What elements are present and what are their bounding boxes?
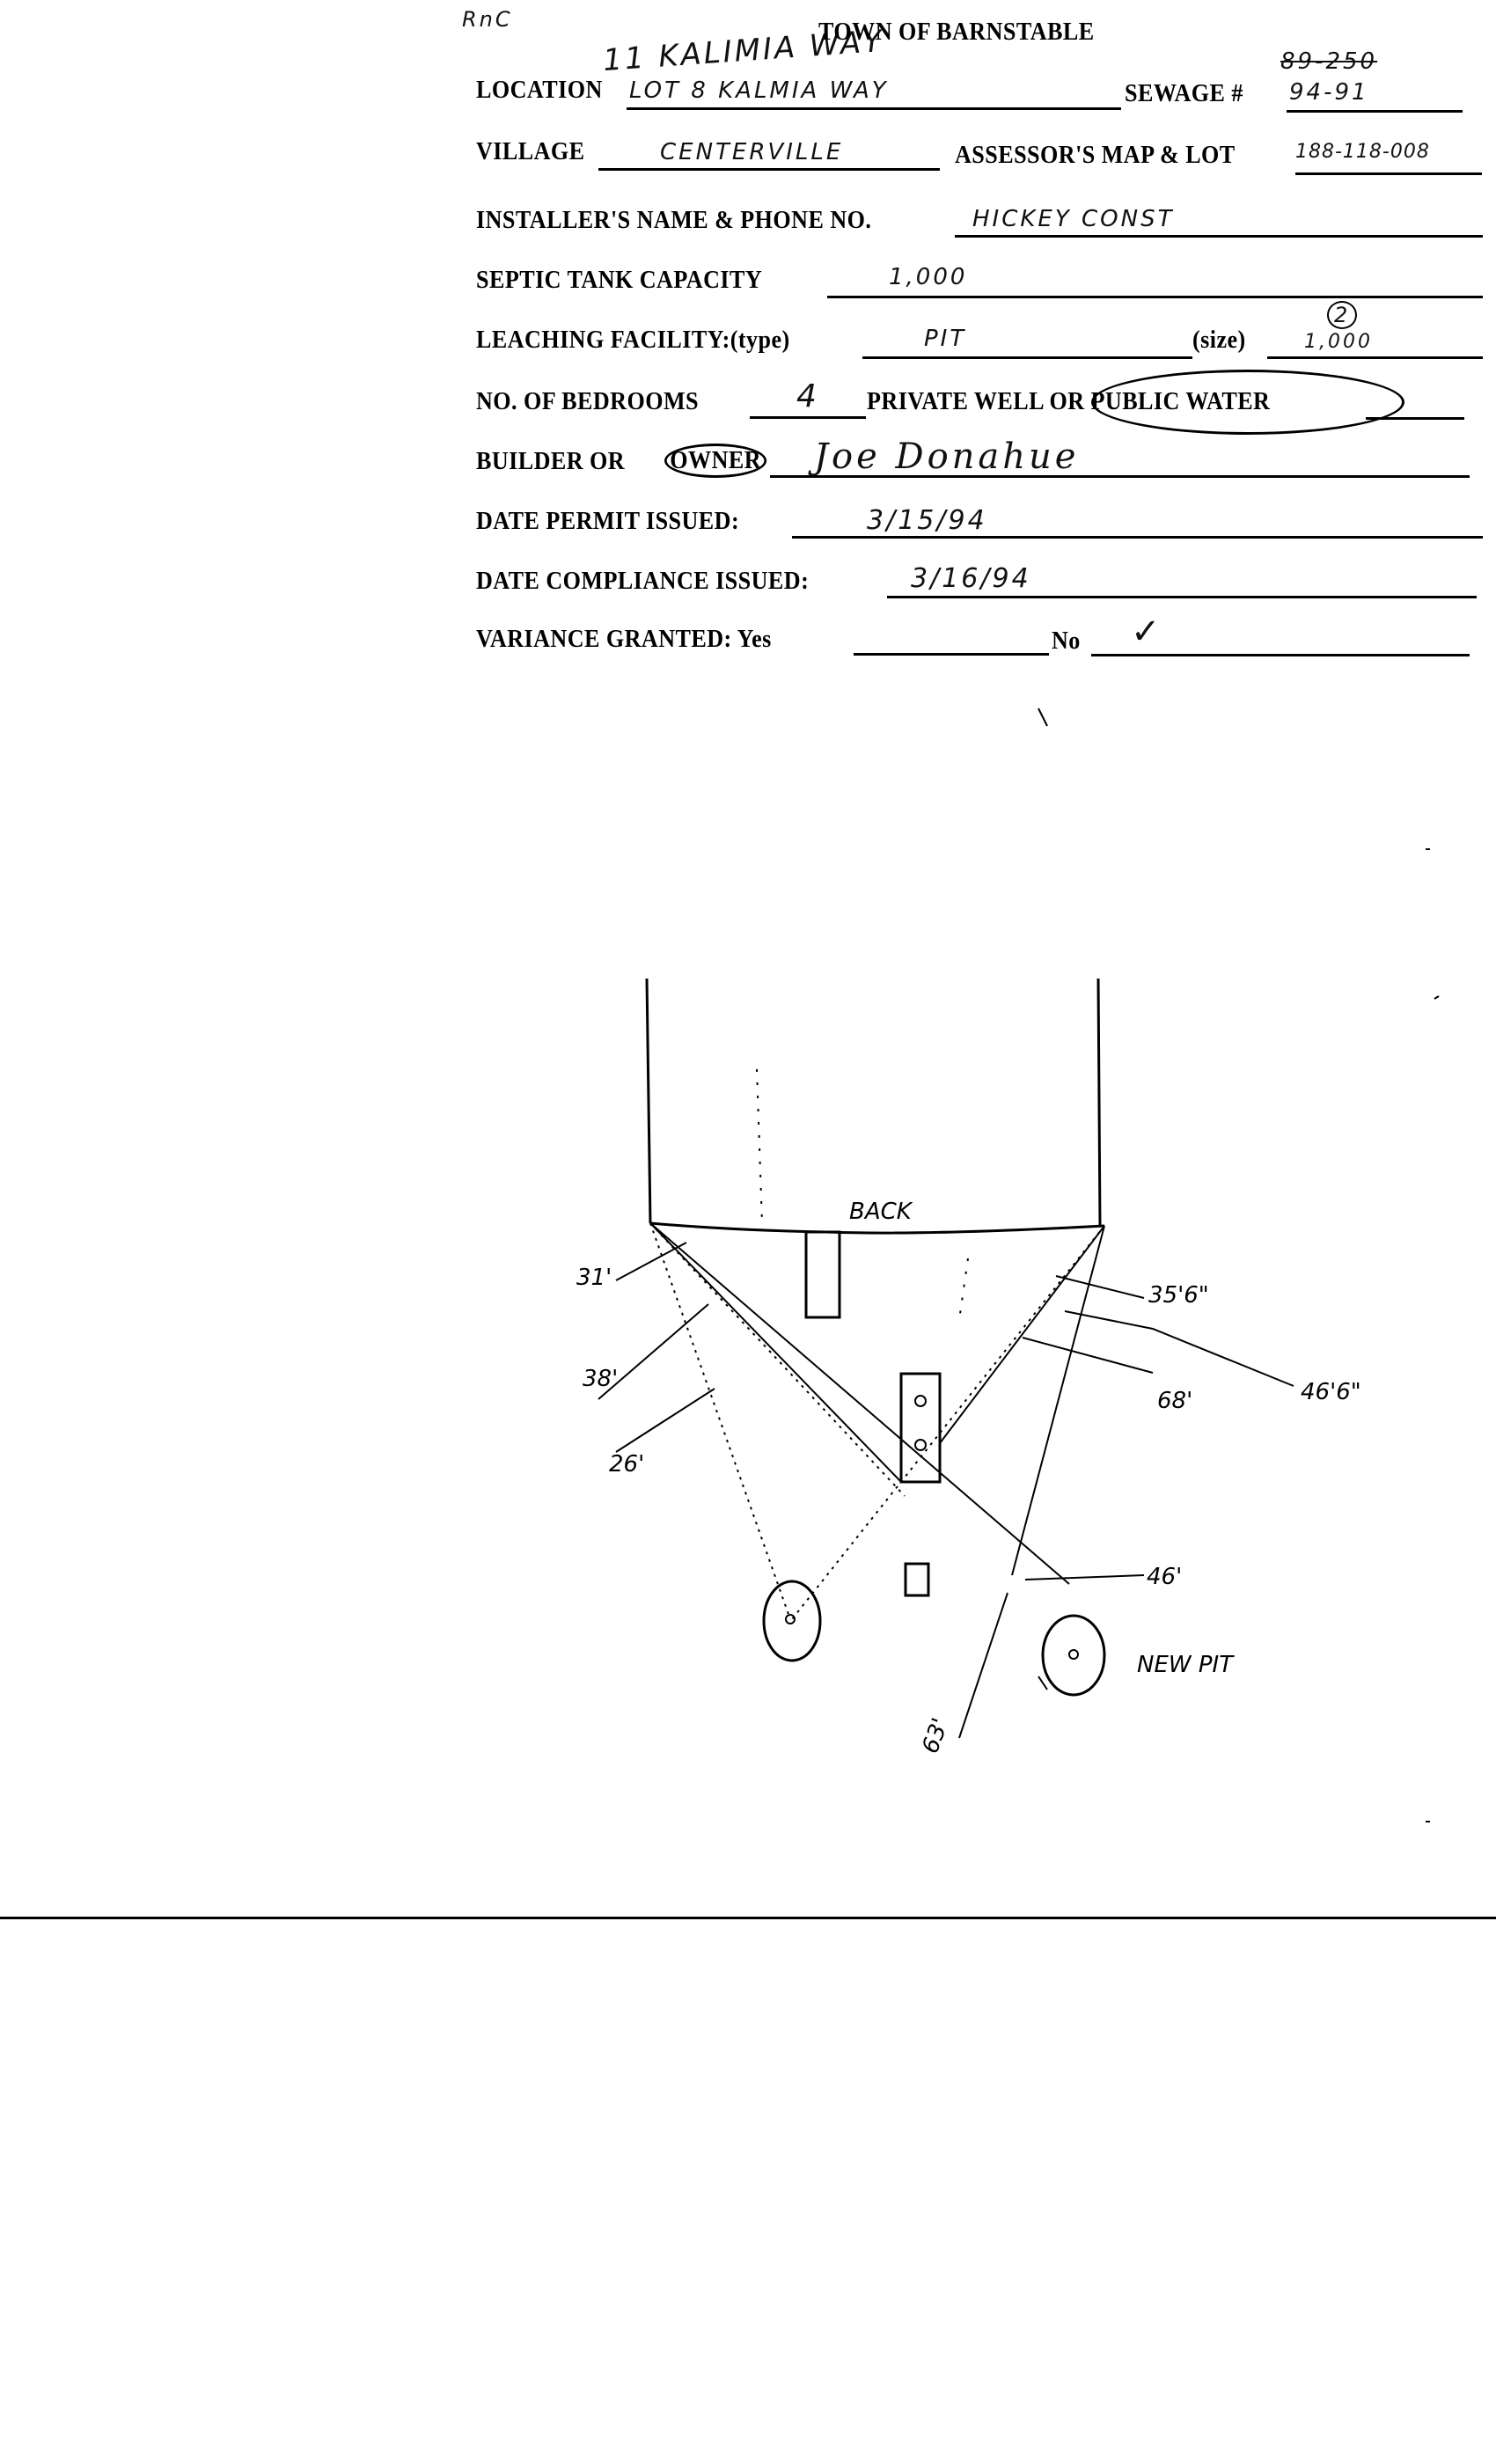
distance-label: 31' xyxy=(576,1265,612,1291)
compliance-field[interactable]: 3/16/94 xyxy=(911,563,1031,594)
leaching-size-count: 2 xyxy=(1327,301,1358,329)
new-pit xyxy=(1041,1614,1106,1697)
new-pit-label: NEW PIT xyxy=(1137,1652,1235,1678)
page-title: TOWN OF BARNSTABLE xyxy=(818,18,1095,46)
distance-label: 46'6" xyxy=(1301,1379,1361,1405)
page-separator-line xyxy=(0,1917,1496,1919)
compliance-label: DATE COMPLIANCE ISSUED: xyxy=(476,567,810,595)
distance-label: 46' xyxy=(1147,1564,1182,1590)
variance-no-check[interactable]: ✓ xyxy=(1131,612,1163,652)
stray-marks xyxy=(1038,708,1440,1822)
village-line xyxy=(598,168,940,171)
old-number: 89-250 xyxy=(1280,48,1378,75)
corner-initials: RnC xyxy=(462,7,513,32)
permit-field[interactable]: 3/15/94 xyxy=(867,505,987,536)
distance-label: 38' xyxy=(583,1366,618,1392)
location-field[interactable]: LOT 8 KALMIA WAY xyxy=(629,77,889,104)
assessor-label: ASSESSOR'S MAP & LOT xyxy=(955,141,1236,169)
village-label: VILLAGE xyxy=(476,137,585,165)
leaching-size-label: (size) xyxy=(1192,326,1246,354)
bedrooms-line xyxy=(750,416,866,419)
back-label: BACK xyxy=(849,1199,913,1225)
builder-label: BUILDER OR xyxy=(476,447,626,475)
sewage-label: SEWAGE # xyxy=(1125,79,1243,107)
variance-no-line xyxy=(1091,654,1470,656)
owner-label-circled[interactable]: OWNER xyxy=(664,444,767,478)
permit-label: DATE PERMIT ISSUED: xyxy=(476,507,740,535)
septic-line xyxy=(827,296,1483,298)
variance-label: VARIANCE GRANTED: Yes xyxy=(476,625,772,653)
location-label: LOCATION xyxy=(476,76,603,104)
dotted-centerline xyxy=(756,1068,969,1321)
assessor-field[interactable]: 188-118-008 xyxy=(1295,141,1430,163)
leaching-size-line xyxy=(1267,356,1483,359)
builder-field[interactable]: Joe Donahue xyxy=(814,436,1080,477)
water-line xyxy=(1366,417,1464,420)
distribution-box xyxy=(904,1562,930,1597)
sewage-field[interactable]: 94-91 xyxy=(1289,79,1369,106)
installer-field[interactable]: HICKEY CONST xyxy=(972,206,1175,232)
distance-label: 26' xyxy=(609,1451,644,1478)
distance-label: 68' xyxy=(1157,1388,1192,1414)
compliance-line xyxy=(887,596,1477,598)
bedrooms-field[interactable]: 4 xyxy=(796,378,819,414)
leaching-type-line xyxy=(862,356,1192,359)
installer-line xyxy=(955,235,1483,238)
bedrooms-label: NO. OF BEDROOMS xyxy=(476,387,700,415)
existing-pit xyxy=(762,1580,822,1662)
leaching-size-field[interactable]: 1,000 xyxy=(1304,331,1373,353)
permit-line xyxy=(792,536,1483,539)
septic-tank xyxy=(899,1372,942,1484)
distance-label: 35'6" xyxy=(1148,1282,1209,1309)
house-outline xyxy=(645,978,1105,1235)
builder-line xyxy=(770,475,1470,478)
septic-field[interactable]: 1,000 xyxy=(889,264,968,290)
location-line xyxy=(627,107,1121,110)
distance-label: 63' xyxy=(917,1715,954,1757)
measurement-lines xyxy=(598,1222,1294,1739)
variance-yes-line xyxy=(854,653,1049,656)
small-structure xyxy=(804,1230,841,1319)
sewage-line xyxy=(1287,110,1463,113)
septic-label: SEPTIC TANK CAPACITY xyxy=(476,266,763,294)
public-water-circle[interactable] xyxy=(1091,370,1404,435)
leaching-type-field[interactable]: PIT xyxy=(924,326,967,352)
installer-label: INSTALLER'S NAME & PHONE NO. xyxy=(476,206,872,234)
village-field[interactable]: CENTERVILLE xyxy=(660,139,844,165)
leaching-label: LEACHING FACILITY:(type) xyxy=(476,326,790,354)
variance-no-label: No xyxy=(1052,627,1081,655)
assessor-line xyxy=(1295,172,1482,175)
